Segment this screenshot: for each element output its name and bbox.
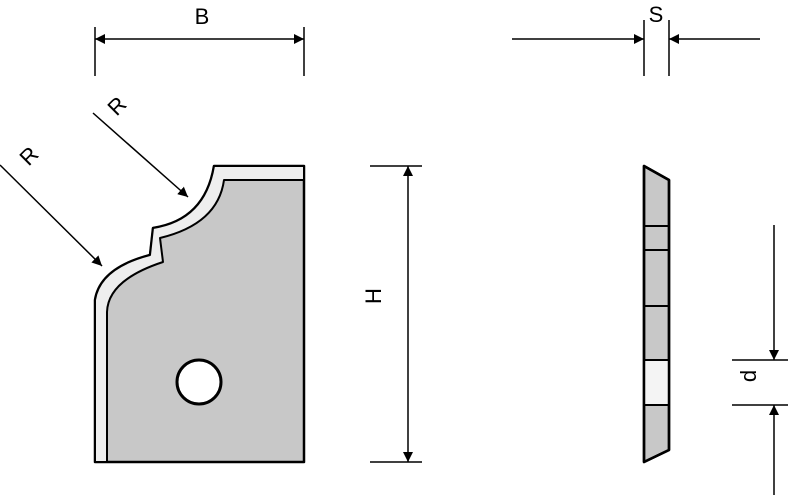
label-s: S: [649, 2, 664, 27]
radius-lower-arrow: [0, 164, 103, 267]
label-d: d: [736, 370, 761, 382]
label-r-upper: R: [102, 91, 131, 120]
side-body: [642, 164, 671, 464]
dimension-s: S: [512, 2, 760, 76]
label-r-lower: R: [14, 141, 43, 170]
knife-front-view: [93, 164, 306, 464]
side-light-segment: [645, 360, 668, 405]
label-h: H: [361, 288, 386, 304]
dimension-h: H: [361, 165, 422, 463]
label-b: B: [195, 4, 210, 29]
radius-upper-arrow: [92, 112, 189, 198]
cutting-edge-band: [94, 165, 305, 463]
mounting-hole: [175, 358, 223, 406]
dimension-b: B: [94, 4, 305, 76]
knife-side-view: [642, 164, 671, 464]
dimension-d: d: [732, 225, 788, 495]
